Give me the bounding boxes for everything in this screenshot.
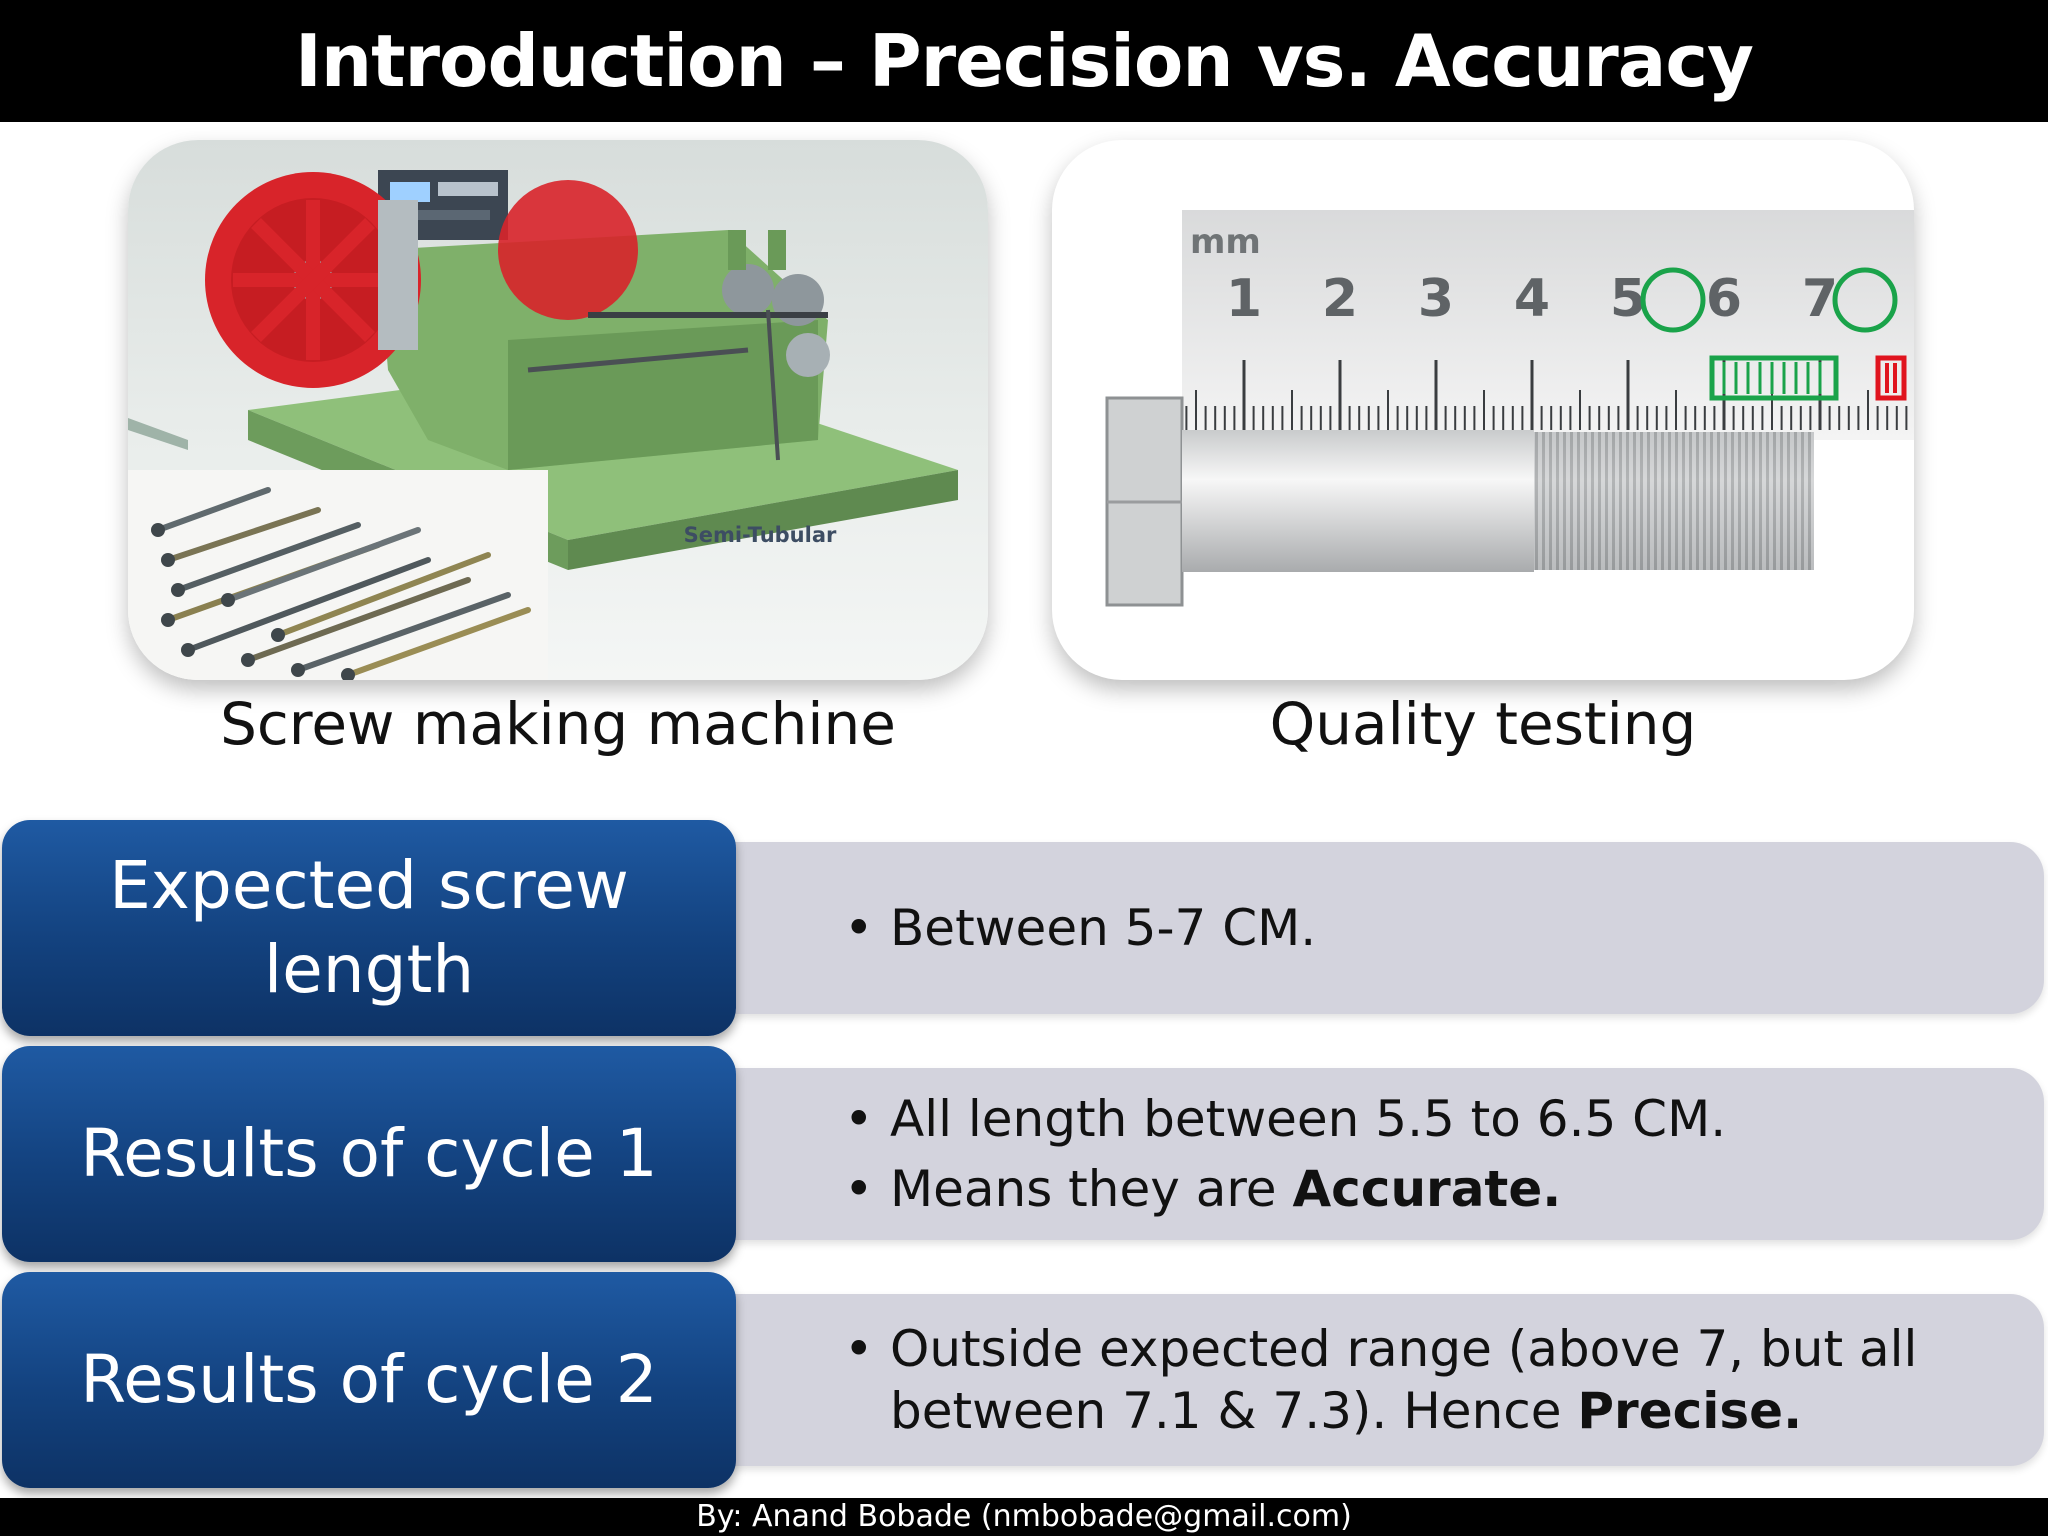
- ruler-number: 6: [1706, 269, 1742, 329]
- title-bar: Introduction – Precision vs. Accuracy: [0, 0, 2048, 122]
- ruler-number: 7: [1802, 269, 1838, 329]
- bullet-item: Between 5-7 CM.: [844, 897, 2044, 959]
- ruler-unit: mm: [1190, 222, 1261, 262]
- row-content: All length between 5.5 to 6.5 CM. Means …: [700, 1068, 2044, 1240]
- row-label: Results of cycle 2: [2, 1272, 736, 1488]
- caption-quality-testing: Quality testing: [1269, 690, 1697, 758]
- ruler-number: 3: [1418, 269, 1454, 329]
- circle-5-marker: [1640, 267, 1706, 333]
- screw-machine-image: Semi-Tubular: [128, 140, 988, 680]
- bullet-item: All length between 5.5 to 6.5 CM.: [844, 1088, 2044, 1150]
- screw-machine-illustration: Semi-Tubular: [128, 170, 958, 680]
- row-cycle-2: Results of cycle 2 Outside expected rang…: [0, 1272, 2048, 1492]
- slide-title: Introduction – Precision vs. Accuracy: [295, 19, 1754, 103]
- row-cycle-1: Results of cycle 1 All length between 5.…: [0, 1046, 2048, 1266]
- ruler-ticks: [1185, 360, 1908, 430]
- footer-credit: By: Anand Bobade (nmbobade@gmail.com): [0, 1498, 2048, 1536]
- ruler-number: 2: [1322, 269, 1358, 329]
- row-content: Outside expected range (above 7, but all…: [700, 1294, 2044, 1466]
- bullet-item: Outside expected range (above 7, but all…: [844, 1318, 2044, 1442]
- ruler-number: 4: [1514, 269, 1550, 329]
- circle-7-marker: [1832, 267, 1898, 333]
- machine-label: Semi-Tubular: [684, 523, 837, 547]
- row-expected-length: Expected screw length Between 5-7 CM.: [0, 820, 2048, 1040]
- accurate-range-box: [1709, 355, 1839, 401]
- row-label: Expected screw length: [2, 820, 736, 1036]
- ruler-number: 1: [1226, 269, 1262, 329]
- bullet-item: Means they are Accurate.: [844, 1158, 2044, 1220]
- row-label: Results of cycle 1: [2, 1046, 736, 1262]
- ruler-number: 5: [1610, 269, 1646, 329]
- caption-screw-machine: Screw making machine: [220, 690, 896, 758]
- row-content: Between 5-7 CM.: [700, 842, 2044, 1014]
- precise-range-marker: [1875, 355, 1907, 401]
